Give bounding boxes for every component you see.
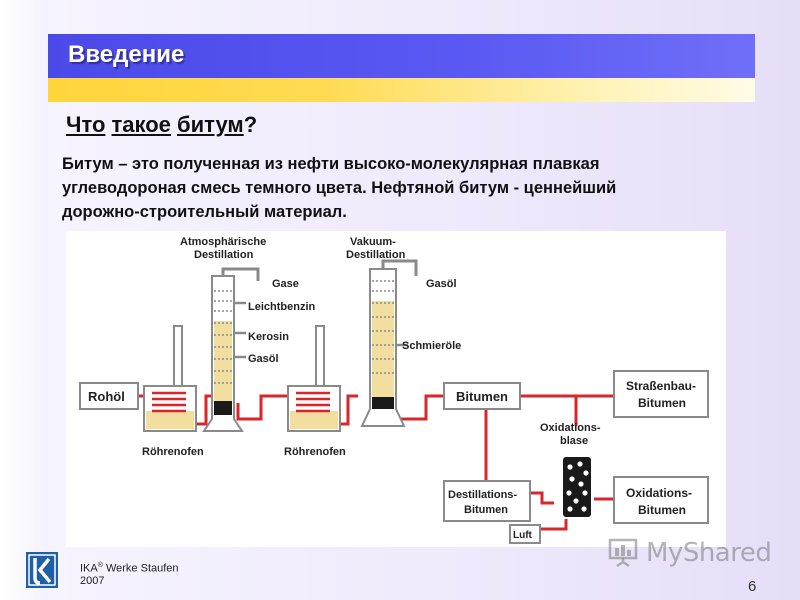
label-furnace-2: Röhrenofen: [284, 446, 346, 458]
label-vac-title-1: Vakuum-: [350, 236, 396, 248]
left-decor-band: [0, 0, 48, 600]
definition-text: Битум – это полученная из нефти высоко-м…: [62, 152, 752, 224]
slide-title: Введение: [68, 41, 185, 68]
label-oxblase-1: Oxidations-: [540, 422, 601, 434]
header-accent-strip: [48, 78, 755, 102]
box-destillations-bitumen: [443, 480, 531, 522]
page-number: 6: [748, 578, 757, 595]
label-oxblase-2: blase: [560, 435, 588, 447]
pipes: [138, 394, 614, 531]
label-ox-bitumen-2: Bitumen: [638, 503, 686, 517]
label-dest-bitumen-1: Destillations-: [448, 489, 517, 501]
question-mark: ?: [243, 112, 258, 137]
label-ox-bitumen-1: Oxidations-: [626, 486, 692, 500]
label-atm-title-1: Atmosphärische: [180, 236, 266, 248]
presentation-board-icon: [608, 538, 638, 568]
box-strassenbau: [613, 370, 709, 418]
box-luft: [509, 524, 541, 544]
header-bar: [48, 34, 755, 78]
watermark: MyShared: [606, 536, 776, 570]
oxidation-vessel: [563, 457, 591, 517]
label-kerosin: Kerosin: [248, 331, 289, 343]
ika-logo-icon: [26, 552, 58, 588]
footer-company-rest: Werke Staufen: [102, 562, 179, 575]
box-bitumen: [443, 382, 521, 410]
label-rohoel: Rohöl: [88, 389, 125, 404]
label-bitumen: Bitumen: [456, 389, 508, 404]
definition-line-1: Битум – это полученная из нефти высоко-м…: [62, 155, 600, 173]
definition-line-3: дорожно-строительный материал.: [62, 203, 347, 221]
boxes: [79, 370, 709, 544]
footer-year: 2007: [80, 575, 105, 587]
definition-line-2: углеводороная смесь темного цвета. Нефтя…: [62, 179, 617, 197]
footer-company: IKA® Werke Staufen: [80, 562, 179, 575]
label-dest-bitumen-2: Bitumen: [464, 504, 508, 516]
question-heading: Что такое битум?: [66, 112, 257, 138]
furnace-2: [287, 325, 341, 432]
label-furnace-1: Röhrenofen: [142, 446, 204, 458]
footer-company-name: IKA: [80, 562, 98, 575]
label-leichtbenzin: Leichtbenzin: [248, 301, 316, 313]
watermark-text: MyShared: [646, 538, 772, 568]
label-gase: Gase: [272, 278, 299, 290]
label-strassenbau-1: Straßenbau-: [626, 379, 696, 393]
atmospheric-column: [202, 267, 260, 432]
footer-registered-mark: ®: [97, 562, 103, 569]
furnace-1: [143, 325, 197, 432]
label-luft: Luft: [513, 530, 533, 541]
box-rohoel: [79, 382, 139, 410]
bitumen-process-diagram: Atmosphärische Destillation Vakuum- Dest…: [66, 231, 726, 547]
label-strassenbau-2: Bitumen: [638, 396, 686, 410]
label-atm-title-2: Destillation: [194, 249, 254, 261]
label-gasoel-2: Gasöl: [426, 278, 457, 290]
label-schmieroele: Schmieröle: [402, 340, 461, 352]
box-oxidations-bitumen: [613, 476, 709, 524]
process-diagram-svg: Atmosphärische Destillation Vakuum- Dest…: [79, 236, 709, 544]
question-word-3: битум: [177, 112, 244, 137]
label-gasoel-1: Gasöl: [248, 353, 279, 365]
question-word-2: такое: [111, 112, 171, 137]
vacuum-column: [360, 259, 418, 427]
label-vac-title-2: Destillation: [346, 249, 406, 261]
question-word-1: Что: [66, 112, 106, 137]
